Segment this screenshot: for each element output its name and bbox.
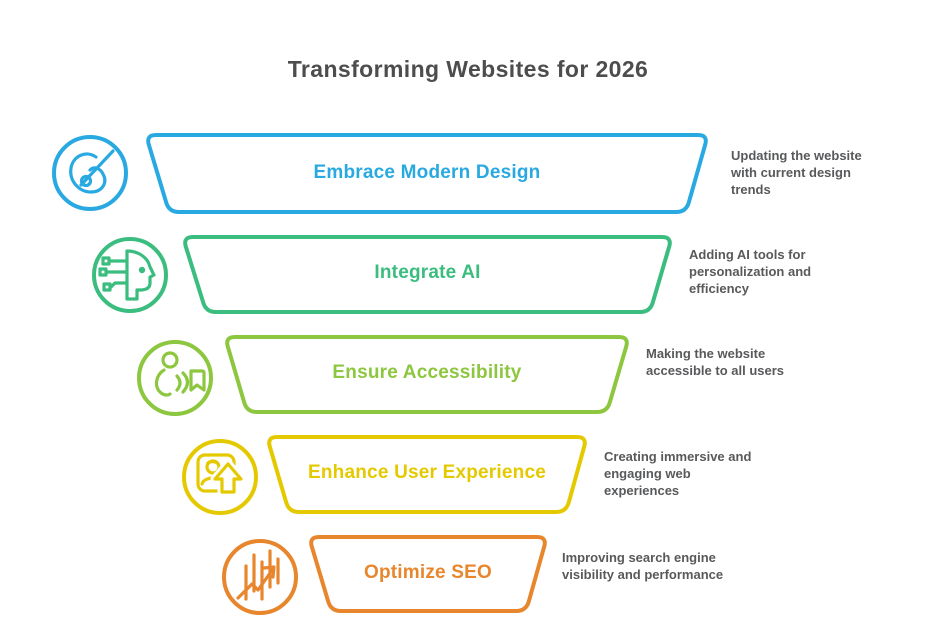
funnel-segment-shape-3 bbox=[225, 335, 629, 414]
seo-chart-icon bbox=[222, 539, 298, 615]
funnel-segment-label-3: Ensure Accessibility bbox=[332, 362, 522, 383]
funnel-segment-shape-4 bbox=[267, 435, 587, 514]
accessibility-icon bbox=[137, 340, 213, 416]
funnel-segment-label-1: Embrace Modern Design bbox=[313, 162, 541, 183]
design-pen-icon bbox=[52, 135, 128, 211]
funnel-segment-label-4: Enhance User Experience bbox=[308, 462, 546, 483]
page-title: Transforming Websites for 2026 bbox=[287, 56, 649, 82]
funnel-segment-description-4: Creating immersive and engaging web expe… bbox=[604, 449, 752, 498]
ai-head-icon bbox=[92, 237, 168, 313]
funnel-segment-shape-1 bbox=[146, 133, 708, 214]
funnel-segment-description-2: Adding AI tools for personalization and … bbox=[689, 247, 812, 296]
funnel-segment-shape-5 bbox=[309, 535, 547, 613]
user-upgrade-icon bbox=[182, 439, 258, 515]
funnel-segment-shape-2 bbox=[183, 235, 672, 314]
funnel-segment-description-1: Updating the website with current design… bbox=[731, 148, 862, 197]
funnel-segment-label-5: Optimize SEO bbox=[363, 562, 493, 583]
funnel-segment-label-2: Integrate AI bbox=[374, 262, 481, 283]
funnel-segment-description-5: Improving search engine visibility and p… bbox=[562, 550, 724, 582]
funnel-segment-description-3: Making the website accessible to all use… bbox=[646, 346, 785, 378]
